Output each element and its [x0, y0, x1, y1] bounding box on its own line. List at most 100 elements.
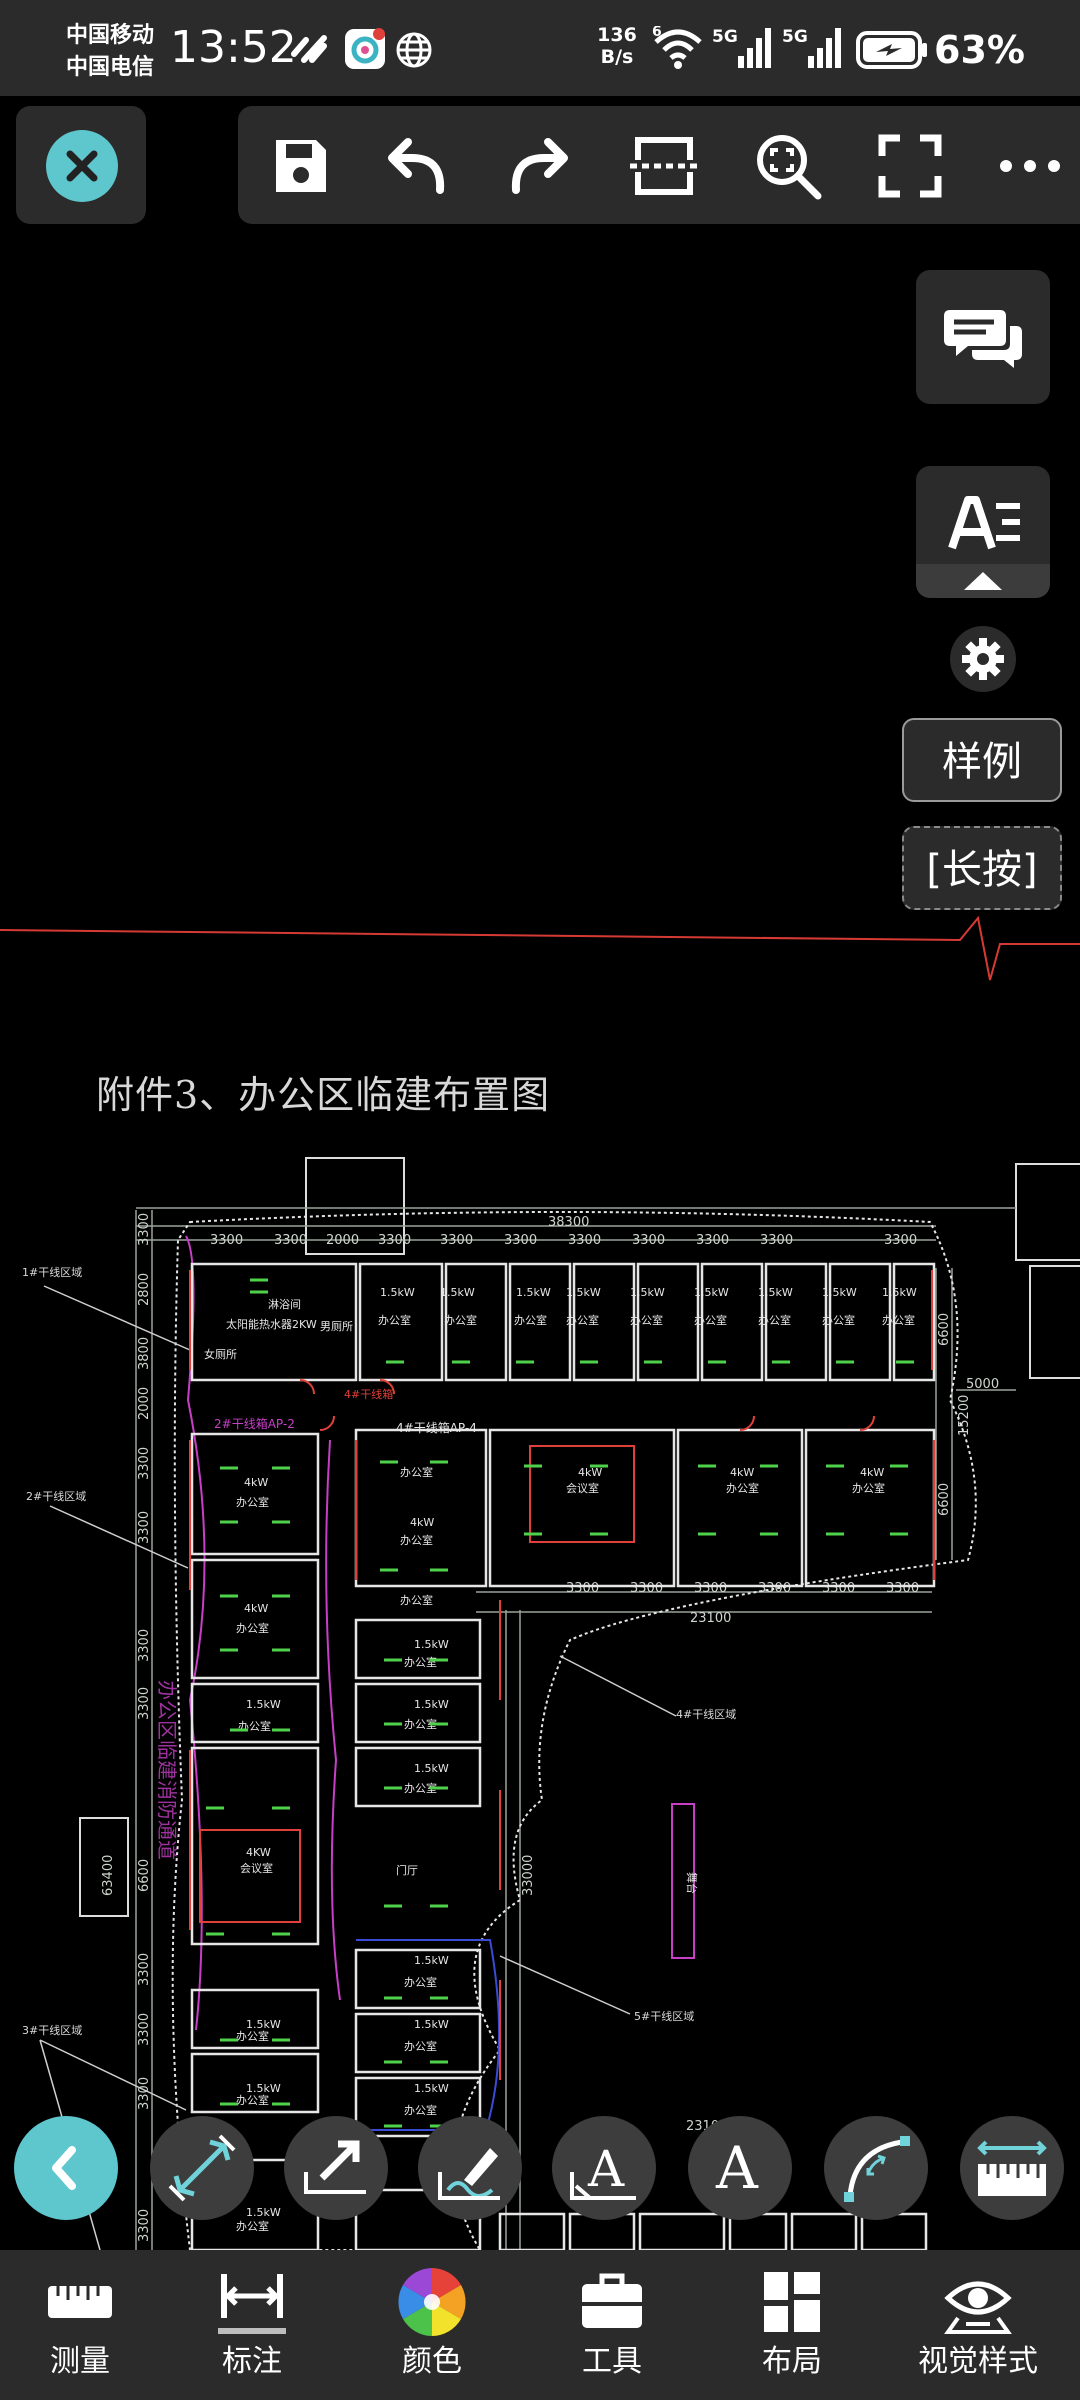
room-label-office: 办公室: [404, 1975, 437, 1989]
room-label-kw15: 1.5kW: [882, 1286, 917, 1299]
svg-text:A: A: [715, 2134, 759, 2202]
dim-top-2: 3300: [274, 1233, 307, 1248]
network-speed: 136 B/s: [594, 24, 640, 68]
nav-visual-style[interactable]: 视觉样式: [892, 2250, 1064, 2400]
room-label-office: 办公室: [378, 1313, 411, 1327]
zone-label-5: 5#干线区域: [634, 2009, 694, 2023]
color-wheel-icon: [398, 2268, 466, 2336]
close-icon: [66, 150, 98, 182]
zoom-extents-icon[interactable]: [752, 130, 824, 202]
red-outlines: [199, 1445, 635, 1923]
nav-measure[interactable]: 测量: [0, 2250, 160, 2400]
room-label-office: 办公室: [758, 1313, 791, 1327]
long-press-button[interactable]: [长按]: [902, 826, 1062, 910]
dim-left-8: 3300: [137, 1687, 152, 1720]
dim-top-11: 3300: [884, 1233, 917, 1248]
nav-annotate[interactable]: 标注: [172, 2250, 332, 2400]
dim-left-12: 3300: [137, 2077, 152, 2110]
reference-line: [0, 915, 1080, 981]
magenta-cable: [185, 1235, 206, 2031]
fullscreen-icon[interactable]: [874, 130, 946, 202]
save-icon[interactable]: [264, 130, 336, 202]
app-badge-icon: [345, 28, 385, 69]
room-label-kw4: 4kW: [860, 1466, 884, 1479]
battery-charging-icon: [856, 31, 927, 69]
room-label-kw15: 1.5kW: [758, 1286, 793, 1299]
nav-visual-style-label: 视觉样式: [918, 2344, 1038, 2379]
cad-drawing[interactable]: 38300 3300 3300 2000 3300 3300 3300 3300…: [0, 900, 1080, 2250]
text-icon: A: [715, 2134, 759, 2202]
text-tool[interactable]: A: [688, 2116, 792, 2220]
dim-overall-mid: 23100: [690, 1611, 731, 1626]
room-label-office: 办公室: [444, 1313, 477, 1327]
undo-icon[interactable]: [382, 130, 454, 202]
room-label-gate: 门厅: [396, 1863, 418, 1877]
arrow-note-tool[interactable]: [284, 2116, 388, 2220]
arc-tool[interactable]: [824, 2116, 928, 2220]
dim-left-5: 3300: [137, 1447, 152, 1480]
room-label-office: 办公室: [236, 1621, 269, 1635]
split-view-icon[interactable]: [628, 130, 700, 202]
room-label-kw4: 4kW: [244, 1602, 268, 1615]
settings-button[interactable]: [950, 626, 1016, 692]
text-style-expand[interactable]: [916, 564, 1050, 598]
room-label-office: 办公室: [400, 1593, 433, 1607]
dim-top-5: 3300: [440, 1233, 473, 1248]
room-label-kw15: 1.5kW: [516, 1286, 551, 1299]
text-leader-tool[interactable]: A: [552, 2116, 656, 2220]
room-label-office: 办公室: [404, 1717, 437, 1731]
panel-label-ap-mid: 4#干线箱: [344, 1387, 393, 1401]
visual-style-icon: [944, 2281, 1012, 2334]
legend-button[interactable]: 样例: [902, 718, 1062, 802]
more-icon[interactable]: [994, 130, 1066, 202]
sketch-note-tool[interactable]: [418, 2116, 522, 2220]
triangle-up-icon: [964, 572, 1002, 590]
aligned-dimension-tool[interactable]: [150, 2116, 254, 2220]
redo-icon[interactable]: [502, 130, 574, 202]
wifi-icon: 6: [652, 26, 702, 69]
dim-mid-6: 3300: [886, 1581, 919, 1596]
nav-color[interactable]: 颜色: [352, 2250, 512, 2400]
door-marks: [189, 1270, 935, 2080]
battery-percentage: 63%: [934, 28, 1025, 72]
nav-tools[interactable]: 工具: [532, 2250, 692, 2400]
room-label-kw4: 4kW: [410, 1516, 434, 1529]
close-button[interactable]: [16, 106, 146, 224]
clock: 13:52: [170, 22, 297, 73]
text-style-button[interactable]: [916, 466, 1050, 598]
bottom-navigation: 测量 标注 颜色 工具: [0, 2250, 1080, 2400]
room-label-kw15: 1.5kW: [246, 2018, 281, 2031]
dim-top-3: 2000: [326, 1233, 359, 1248]
magenta-cable: [325, 1439, 341, 2001]
left-wing-labels: 4kW 办公室 4kW 办公室 1.5kW 办公室 4KW 会议室 1.5kW …: [236, 1476, 449, 2233]
nav-layout-label: 布局: [762, 2344, 822, 2379]
room-label-office: 办公室: [400, 1465, 433, 1479]
room-label-office: 办公室: [236, 2029, 269, 2043]
room-label-office: 办公室: [566, 1313, 599, 1327]
dim-top-8: 3300: [632, 1233, 665, 1248]
layout-icon: [764, 2272, 820, 2332]
dimension-lines: [135, 1207, 1016, 2250]
room-label-water: 太阳能热水器2KW: [226, 1317, 317, 1331]
toolbox-icon: [582, 2273, 642, 2328]
back-button[interactable]: [14, 2116, 118, 2220]
room-label-kw15: 1.5kW: [630, 1286, 665, 1299]
gear-icon: [962, 638, 1004, 680]
dim-top-7: 3300: [568, 1233, 601, 1248]
nav-annotate-label: 标注: [222, 2344, 282, 2379]
dim-mid-overall: 33000: [521, 1855, 536, 1896]
text-style-icon: [948, 496, 1020, 550]
room-label-office: 办公室: [236, 1495, 269, 1509]
outer-box: [1029, 1265, 1080, 1379]
room-label-office: 办公室: [852, 1481, 885, 1495]
callout-texts: 1#干线区域 2#干线区域 3#干线区域 4#干线区域 5#干线区域: [22, 1265, 736, 2037]
dim-overall-top: 38300: [548, 1215, 589, 1230]
room-label-kw15: 1.5kW: [414, 1954, 449, 1967]
dim-top-6: 3300: [504, 1233, 537, 1248]
room-label-office: 办公室: [726, 1481, 759, 1495]
ruler-tool[interactable]: [960, 2116, 1064, 2220]
comment-button[interactable]: [916, 270, 1050, 404]
nav-layout[interactable]: 布局: [712, 2250, 872, 2400]
room-label-toilet-2: 男厕所: [320, 1320, 353, 1333]
main-toolbar: [238, 106, 1080, 224]
